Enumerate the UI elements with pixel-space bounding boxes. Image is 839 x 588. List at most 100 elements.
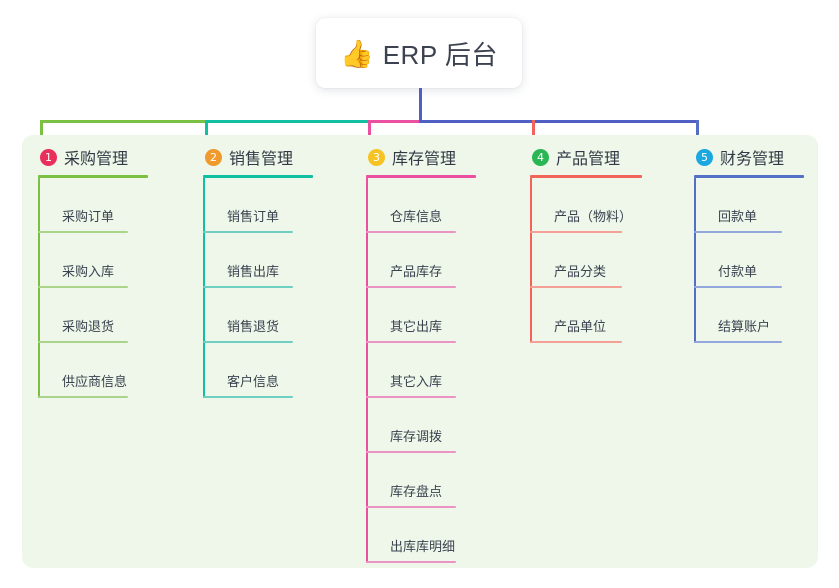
menu-item[interactable]: 产品（物料） [530,178,642,233]
column-badge-icon: 1 [40,148,57,166]
column-header-2[interactable]: 2 销售管理 [203,144,313,170]
connector-bus-segment [532,120,699,123]
menu-item-label: 采购入库 [62,264,115,279]
column-header-1[interactable]: 1 采购管理 [38,144,148,170]
column-badge-icon: 4 [532,148,549,166]
menu-item-rule [38,396,128,398]
menu-item-rule [38,231,128,233]
menu-item[interactable]: 仓库信息 [366,178,476,233]
menu-item-label: 销售订单 [227,209,280,224]
menu-item[interactable]: 结算账户 [694,288,804,343]
column-header-rule [38,175,148,178]
column-items: 仓库信息产品库存其它出库其它入库库存调拨库存盘点出库库明细 [366,178,476,563]
menu-item-rule [366,451,456,453]
menu-item-label: 产品（物料） [554,209,633,224]
diagram-canvas [22,135,818,568]
menu-item[interactable]: 产品库存 [366,233,476,288]
menu-item-rule [38,341,128,343]
menu-item-rule [366,341,456,343]
menu-item[interactable]: 产品分类 [530,233,642,288]
column-header-5[interactable]: 5 财务管理 [694,144,804,170]
column-header-rule [530,175,642,178]
menu-item-rule [366,286,456,288]
column-spine [530,178,532,343]
menu-item-label: 结算账户 [718,319,771,334]
menu-item-label: 其它入库 [390,374,443,389]
column-items: 产品（物料） 产品分类产品单位 [530,178,642,343]
menu-item-rule [203,341,293,343]
menu-item[interactable]: 销售退货 [203,288,313,343]
menu-item-rule [366,231,456,233]
thumbs-up-icon: 👍 [340,38,374,70]
menu-item-label: 仓库信息 [390,209,443,224]
menu-item-rule [203,231,293,233]
menu-item-label: 出库库明细 [390,539,456,554]
menu-item-label: 采购订单 [62,209,115,224]
menu-item[interactable]: 付款单 [694,233,804,288]
column-spine [366,178,368,563]
menu-item[interactable]: 库存盘点 [366,453,476,508]
menu-item-rule [366,396,456,398]
menu-item[interactable]: 产品单位 [530,288,642,343]
menu-item[interactable]: 回款单 [694,178,804,233]
menu-item-label: 销售退货 [227,319,280,334]
menu-item-rule [203,396,293,398]
root-connector-stem [419,88,422,123]
column-badge-icon: 5 [696,148,713,166]
menu-item-label: 产品分类 [554,264,607,279]
menu-item[interactable]: 采购订单 [38,178,148,233]
menu-item-label: 产品单位 [554,319,607,334]
column-5: 5 财务管理回款单付款单结算账户 [694,144,804,343]
column-connector-stem-4 [532,120,535,146]
menu-item[interactable]: 库存调拨 [366,398,476,453]
menu-item-rule [530,341,622,343]
root-node-card[interactable]: 👍 ERP 后台 [316,18,522,88]
column-badge-icon: 2 [205,148,222,166]
connector-bus-segment [419,120,535,123]
menu-item[interactable]: 销售出库 [203,233,313,288]
column-title: 销售管理 [229,151,294,168]
connector-bus-segment [40,120,208,123]
menu-item[interactable]: 销售订单 [203,178,313,233]
menu-item[interactable]: 其它入库 [366,343,476,398]
menu-item-label: 客户信息 [227,374,280,389]
column-connector-stem-2 [205,120,208,146]
column-items: 回款单付款单结算账户 [694,178,804,343]
column-connector-stem-5 [696,120,699,146]
menu-item-rule [203,286,293,288]
menu-item-label: 库存调拨 [390,429,443,444]
menu-item-rule [694,231,782,233]
column-header-rule [366,175,476,178]
menu-item-label: 其它出库 [390,319,443,334]
menu-item[interactable]: 出库库明细 [366,508,476,563]
menu-item-rule [366,506,456,508]
menu-item-rule [366,561,456,563]
menu-item[interactable]: 采购退货 [38,288,148,343]
root-node-title: ERP 后台 [382,39,498,70]
column-2: 2 销售管理销售订单销售出库销售退货客户信息 [203,144,313,398]
column-items: 销售订单销售出库销售退货客户信息 [203,178,313,398]
column-title: 财务管理 [720,151,785,168]
column-title: 采购管理 [64,151,129,168]
menu-item-label: 回款单 [718,209,758,224]
menu-item-rule [530,286,622,288]
menu-item-label: 销售出库 [227,264,280,279]
menu-item[interactable]: 其它出库 [366,288,476,343]
column-header-rule [203,175,313,178]
menu-item[interactable]: 采购入库 [38,233,148,288]
menu-item-rule [530,231,622,233]
menu-item[interactable]: 客户信息 [203,343,313,398]
column-spine [203,178,205,398]
menu-item-label: 采购退货 [62,319,115,334]
column-spine [38,178,40,398]
connector-bus-segment [368,120,422,123]
column-connector-stem-3 [368,120,371,146]
menu-item[interactable]: 供应商信息 [38,343,148,398]
menu-item-label: 库存盘点 [390,484,443,499]
menu-item-rule [694,341,782,343]
menu-item-label: 付款单 [718,264,758,279]
